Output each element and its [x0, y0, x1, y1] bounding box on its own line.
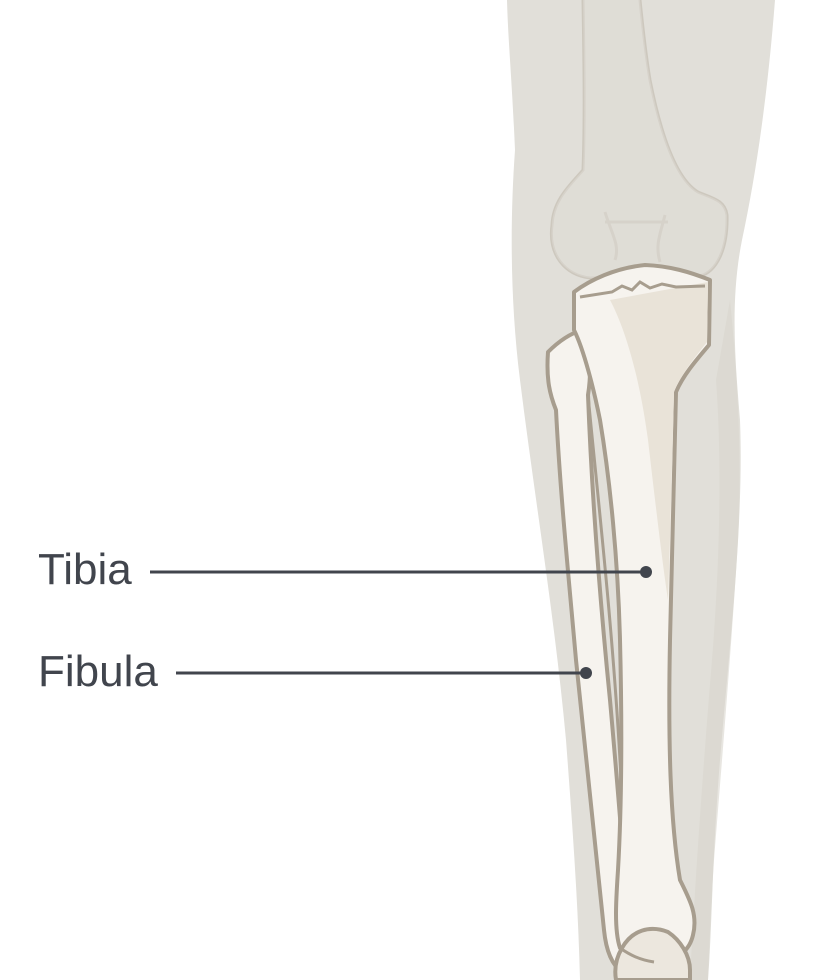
tibia-label: Tibia: [38, 545, 132, 594]
leg-shadow: [690, 300, 740, 980]
tibia-bone: [572, 263, 712, 980]
femur-fill: [551, 0, 728, 278]
fibula-leader-dot: [580, 667, 592, 679]
tibia-leader-dot: [640, 566, 652, 578]
fibula-label: Fibula: [38, 647, 158, 696]
